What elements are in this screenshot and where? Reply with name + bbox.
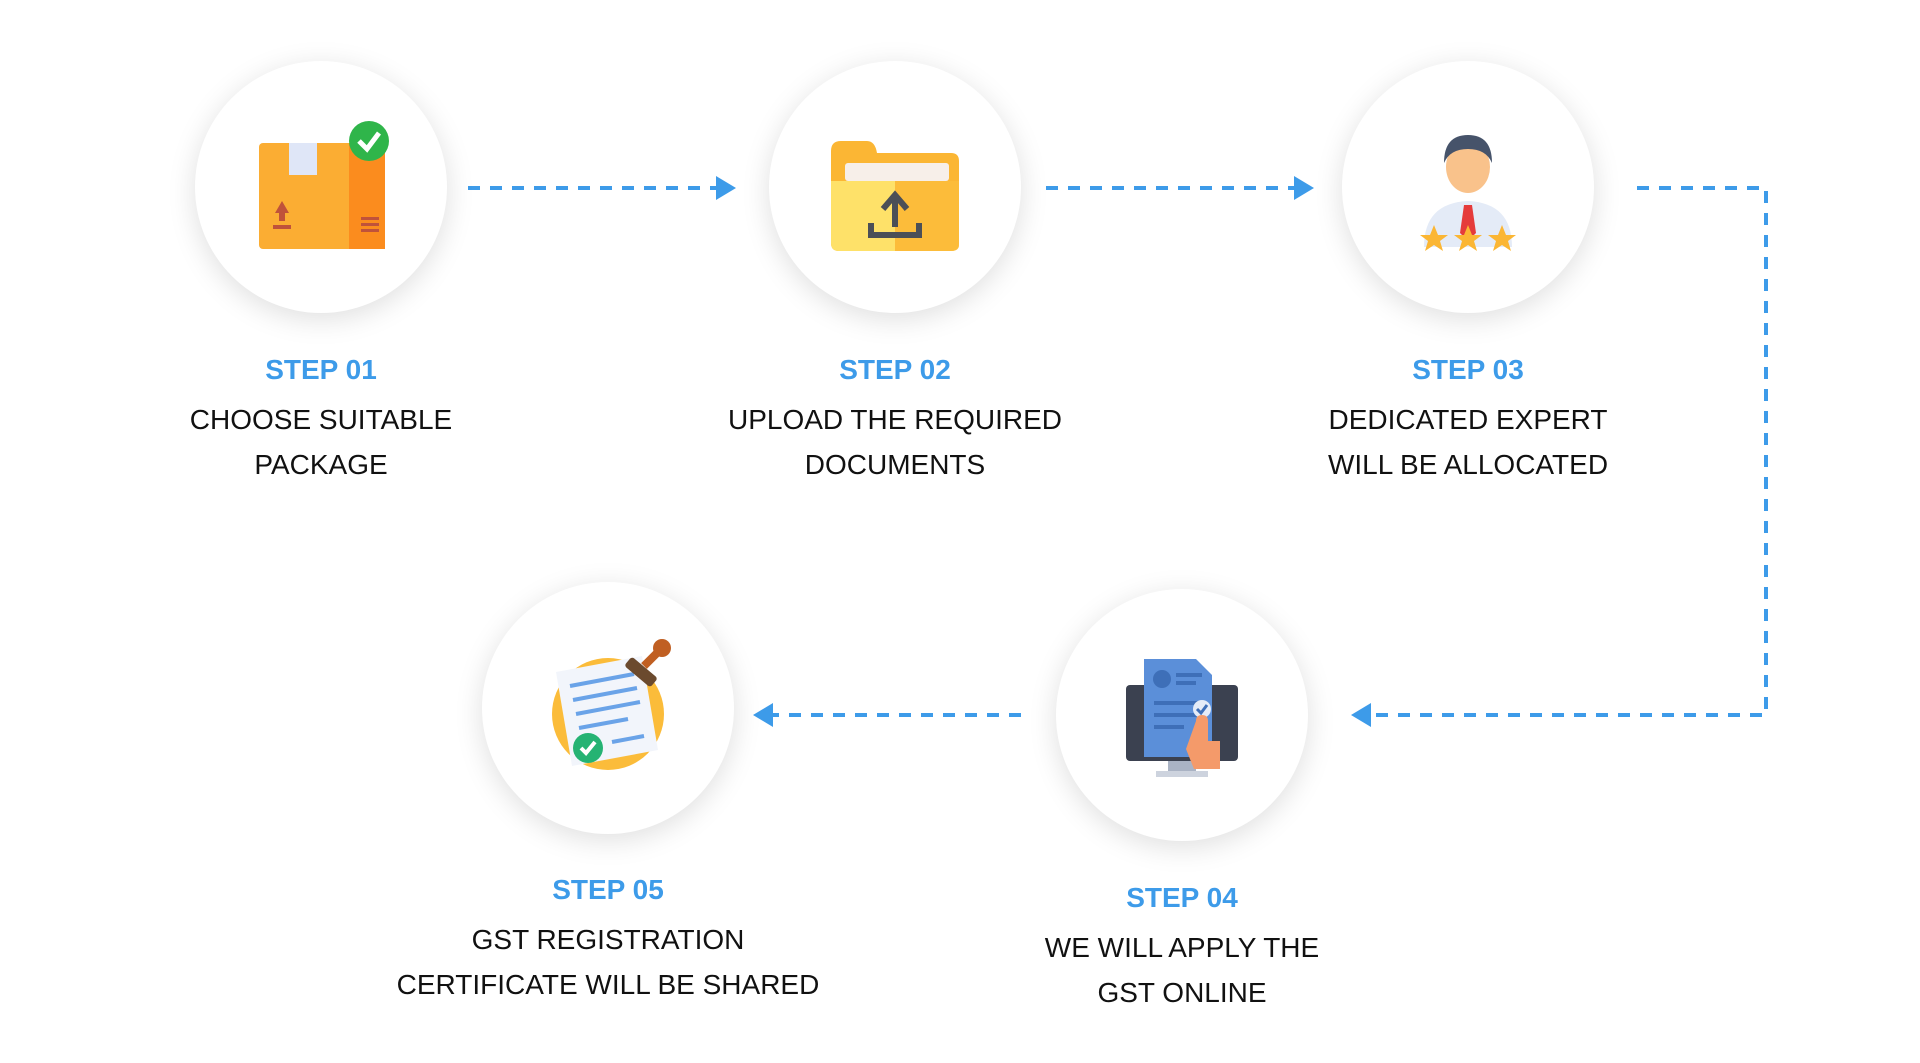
arrowhead-2 [1294,176,1314,200]
step-2-caption: STEP 02 UPLOAD THE REQUIRED DOCUMENTS [655,353,1135,487]
step-description-line: GST REGISTRATION [471,924,745,955]
step-description-line: DOCUMENTS [804,449,986,480]
step-description-line: WE WILL APPLY THE [1044,932,1320,963]
step-3-circle [1342,61,1594,313]
step-description-line: CERTIFICATE WILL BE SHARED [396,969,820,1000]
step-label: STEP 03 [1412,354,1524,385]
step-label: STEP 05 [552,874,664,905]
step-1-caption: STEP 01 CHOOSE SUITABLE PACKAGE [81,353,561,487]
arrowhead-3 [1351,703,1371,727]
arrowhead-4 [753,703,773,727]
expert-rating-icon [1420,135,1516,251]
online-application-icon [1126,659,1238,777]
step-description-line: WILL BE ALLOCATED [1327,449,1609,480]
step-label: STEP 01 [265,354,377,385]
step-label: STEP 04 [1126,882,1238,913]
step-5-caption: STEP 05 GST REGISTRATION CERTIFICATE WIL… [368,873,848,1007]
step-4-caption: STEP 04 WE WILL APPLY THE GST ONLINE [942,881,1422,1015]
step-description-line: UPLOAD THE REQUIRED [728,404,1062,435]
step-description-line: GST ONLINE [1097,977,1267,1008]
step-description-line: PACKAGE [254,449,388,480]
step-4-circle [1056,589,1308,841]
package-check-icon [259,121,389,249]
step-1-circle [195,61,447,313]
step-5-circle [482,582,734,834]
folder-upload-icon [831,141,959,251]
step-2-circle [769,61,1021,313]
arrowhead-1 [716,176,736,200]
step-description-line: DEDICATED EXPERT [1328,404,1608,435]
step-label: STEP 02 [839,354,951,385]
step-description-line: CHOOSE SUITABLE [189,404,453,435]
step-3-caption: STEP 03 DEDICATED EXPERT WILL BE ALLOCAT… [1228,353,1708,487]
certificate-stamp-icon [552,639,671,770]
